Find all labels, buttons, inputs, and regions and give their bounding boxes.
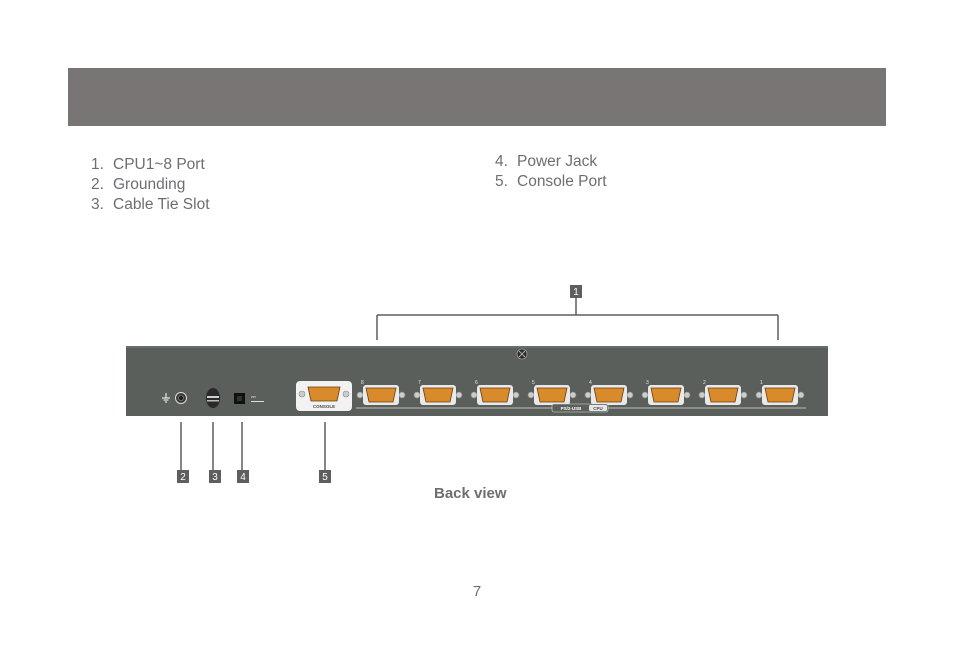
svg-text:PS/2-USB: PS/2-USB [561,406,583,411]
cpu-port-1: 1 [755,380,805,405]
bus-label: PS/2-USB CPU [551,403,609,413]
cpu-port-group: 8 7 6 5 4 3 2 1 [356,380,805,405]
grounding-icon [162,392,187,404]
svg-text:⎓: ⎓ [251,395,256,401]
cable-tie-slot [206,388,220,408]
port-number-label: 5 [532,380,535,386]
header-banner [68,68,886,126]
svg-text:3: 3 [212,472,218,483]
list-item: 2.Grounding [91,176,186,193]
screw-icon [516,348,528,360]
parts-list-left: 1.CPU1~8 Port 2.Grounding 3.Cable Tie Sl… [91,155,210,215]
cpu-port-6: 6 [470,380,520,405]
callout-3: 3 [209,470,221,483]
list-item: 3.Cable Tie Slot [91,196,210,213]
port-number-label: 4 [589,380,592,386]
port-number-label: 1 [760,380,763,386]
parts-list-right: 4.Power Jack 5.Console Port [495,152,607,192]
svg-text:CPU: CPU [593,406,603,411]
cpu-port-8: 8 [356,380,406,405]
callout-5: 5 [319,470,331,483]
svg-text:1: 1 [573,287,579,298]
list-item: 5.Console Port [495,173,607,190]
console-port: CONSOLE [296,381,352,411]
port-number-label: 7 [418,380,421,386]
cpu-port-3: 3 [641,380,691,405]
port-number-label: 3 [646,380,649,386]
cpu-port-2: 2 [698,380,748,405]
cpu-port-5: 5 [527,380,577,405]
cpu-port-4: 4 [584,380,634,405]
svg-text:2: 2 [180,472,186,483]
callout-1: 1 [570,285,582,298]
list-item: 1.CPU1~8 Port [91,156,205,173]
callout-lines [180,422,326,470]
svg-text:CONSOLE: CONSOLE [313,404,335,409]
figure-caption: Back view [434,485,507,502]
page-number: 7 [472,583,482,600]
port-number-label: 2 [703,380,706,386]
power-jack: ⎓ [234,393,264,404]
port-number-label: 6 [475,380,478,386]
port-number-label: 8 [361,380,364,386]
callout-1-bracket [376,298,779,340]
svg-text:4: 4 [240,472,246,483]
list-item: 4.Power Jack [495,153,598,170]
svg-text:5: 5 [322,472,328,483]
callout-2: 2 [177,470,189,483]
callout-4: 4 [237,470,249,483]
cpu-port-7: 7 [413,380,463,405]
